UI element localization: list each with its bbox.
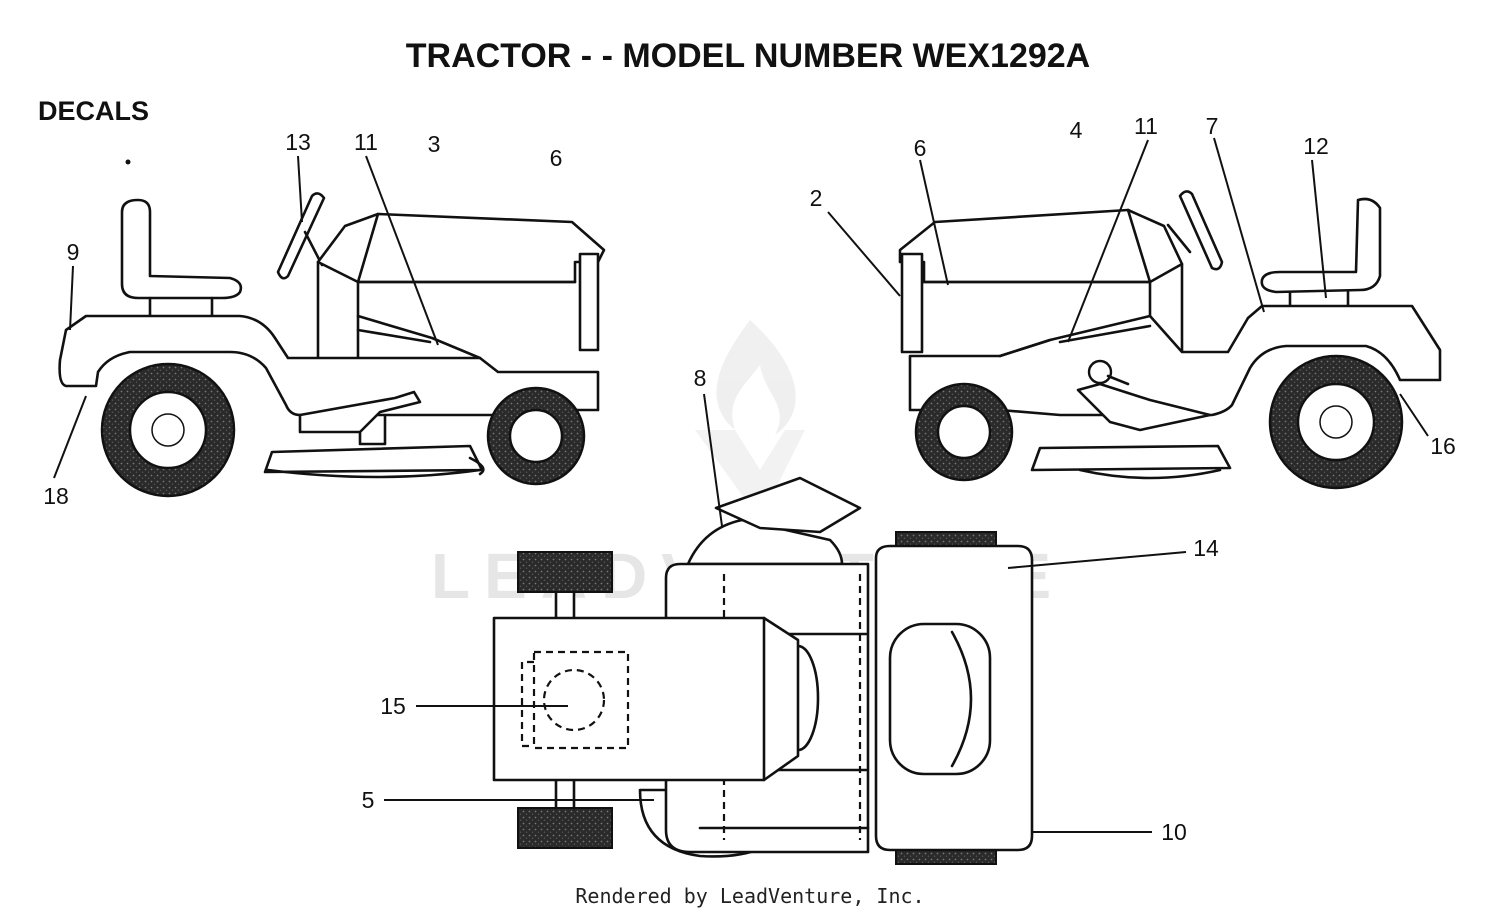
callout-5: 5 — [362, 787, 375, 813]
callout-18: 18 — [43, 483, 69, 509]
tractor-right-side-view — [898, 190, 1442, 490]
callout-14: 14 — [1193, 535, 1219, 561]
callout-12: 12 — [1303, 133, 1329, 159]
tractor-left-side-view — [58, 192, 606, 498]
callout-16: 16 — [1430, 433, 1456, 459]
callout-2: 2 — [810, 185, 823, 211]
callout-13: 13 — [285, 129, 311, 155]
callout-7: 7 — [1206, 113, 1219, 139]
callout-8: 8 — [694, 365, 707, 391]
footer-credit: Rendered by LeadVenture, Inc. — [575, 884, 924, 908]
callout-9: 9 — [67, 239, 80, 265]
tractor-top-view — [492, 476, 1034, 865]
leader-lines — [53, 137, 1429, 833]
callout-numbers: 13 11 3 6 9 18 6 4 11 7 12 2 16 8 14 15 … — [43, 113, 1456, 845]
callout-6-left: 6 — [550, 145, 563, 171]
diagram-title: TRACTOR - - MODEL NUMBER WEX1292A — [406, 37, 1090, 75]
callout-4: 4 — [1070, 117, 1083, 143]
callout-6-right: 6 — [914, 135, 927, 161]
callout-11-right: 11 — [1134, 113, 1158, 139]
section-label: DECALS — [38, 96, 149, 126]
callout-10: 10 — [1161, 819, 1187, 845]
callout-3: 3 — [428, 131, 441, 157]
callout-15: 15 — [380, 693, 406, 719]
callout-11-left: 11 — [354, 129, 378, 155]
watermark-logo — [695, 320, 805, 520]
